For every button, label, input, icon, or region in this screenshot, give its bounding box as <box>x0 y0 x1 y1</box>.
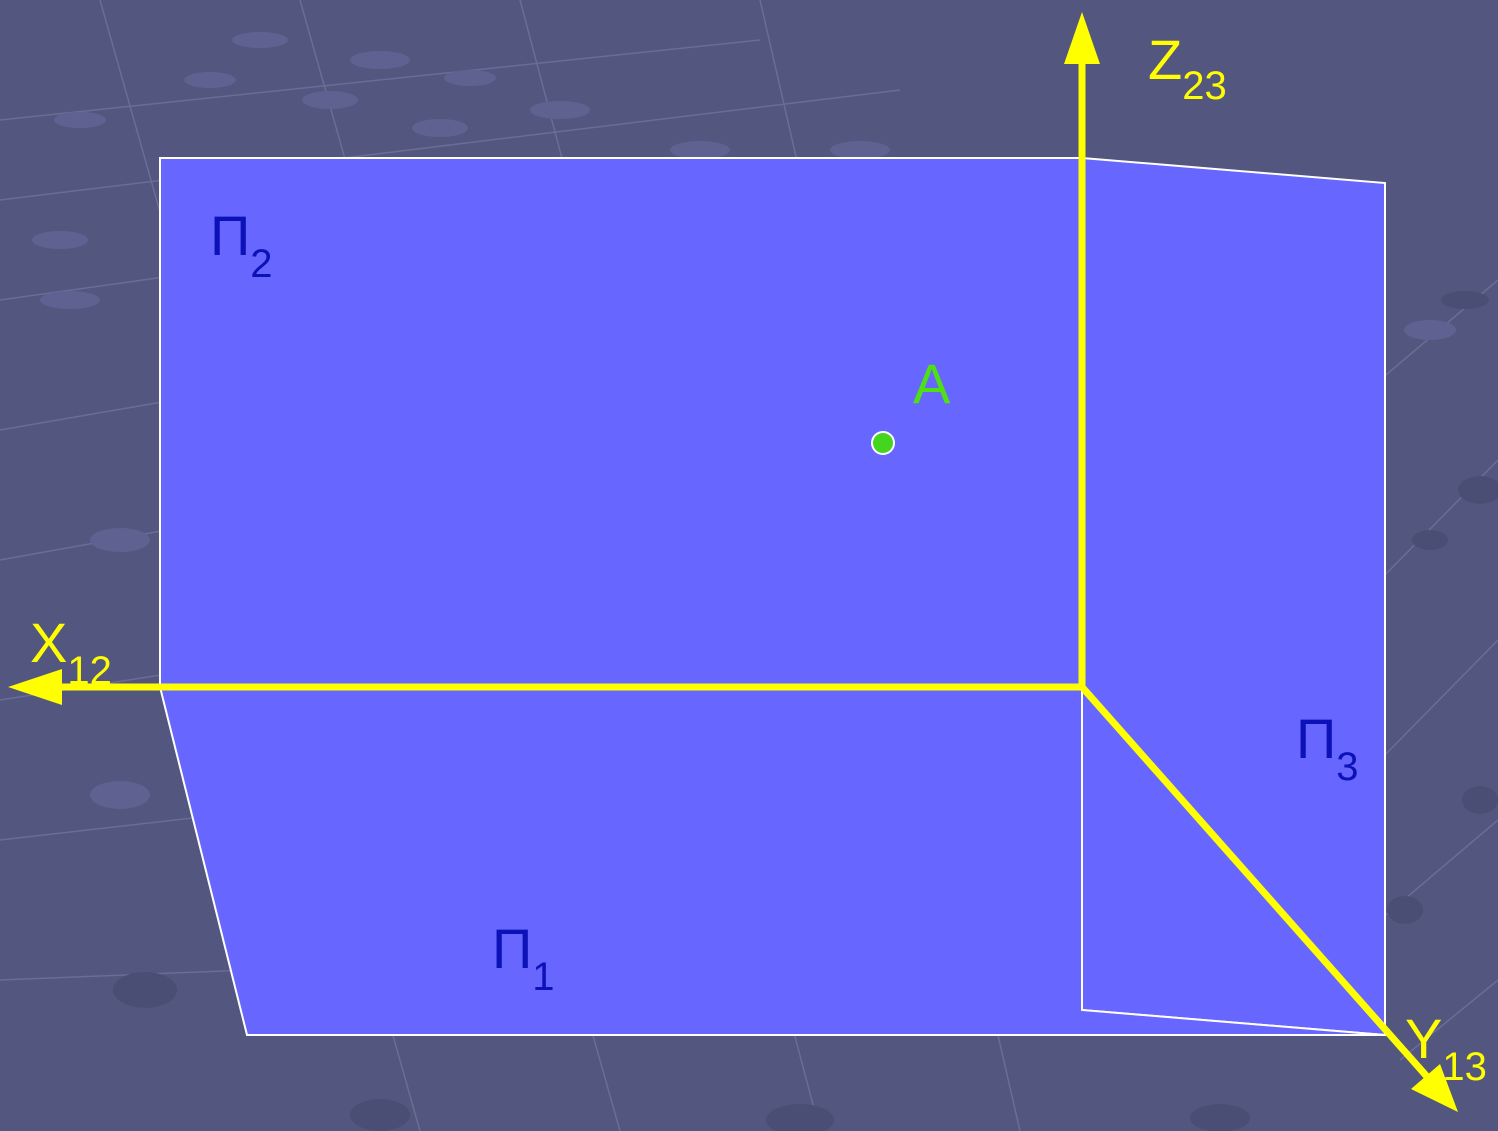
z-axis-label: Z23 <box>1148 28 1227 108</box>
z-axis-subscript: 23 <box>1182 64 1227 108</box>
plane-p2-subscript: 2 <box>250 242 272 286</box>
y-axis-label: Y13 <box>1405 1007 1487 1089</box>
y-axis-subscript: 13 <box>1442 1045 1487 1089</box>
axes <box>8 12 1458 1112</box>
plane-p3-subscript: 3 <box>1336 745 1358 789</box>
point-a <box>871 431 895 455</box>
plane-p3-label: П3 <box>1296 707 1359 789</box>
x-axis-arrowhead <box>8 669 62 705</box>
plane-p1-label: П1 <box>492 917 555 999</box>
y-axis-line <box>1079 684 1433 1083</box>
plane-p2 <box>159 157 1083 688</box>
z-axis-arrowhead <box>1064 12 1100 64</box>
plane-p1-subscript: 1 <box>532 955 554 999</box>
y-axis-arrowhead <box>1411 1064 1458 1112</box>
point-a-label: A <box>913 352 951 415</box>
plane-p2-label: П2 <box>210 204 273 286</box>
plane-p3 <box>1081 156 1386 1037</box>
x-axis-label: X12 <box>30 611 112 693</box>
x-axis-subscript: 12 <box>67 649 112 693</box>
